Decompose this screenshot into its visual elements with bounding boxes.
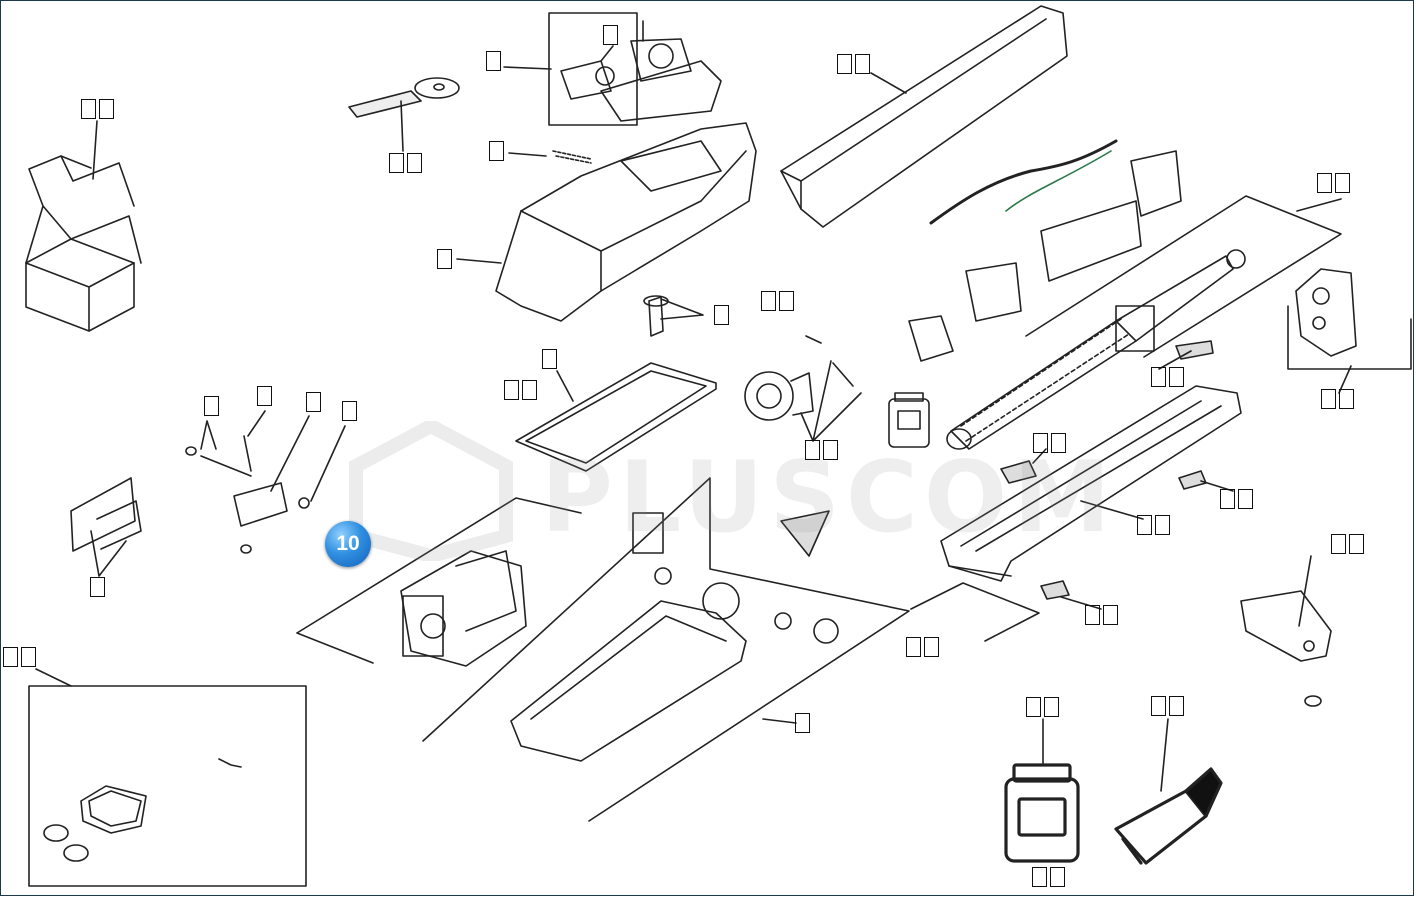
rear-bracket-drawing <box>1240 590 1332 707</box>
label-box <box>81 97 117 121</box>
motor-drawing <box>400 550 527 667</box>
label-stop-2 <box>1220 487 1256 511</box>
gasket-drawing <box>515 362 717 472</box>
label-stop-1 <box>1033 431 1069 455</box>
control-box-frame <box>28 685 307 887</box>
label-bracket-pin-4 <box>342 399 360 423</box>
stop-block-3 <box>1040 580 1070 600</box>
arm-pins-drawing <box>185 435 310 554</box>
label-lock <box>486 49 504 73</box>
label-grease-jar-bottom <box>1032 865 1068 889</box>
watermark-text: PLUSCOM <box>541 441 1117 555</box>
label-cover <box>437 247 455 271</box>
label-screw-rod-group <box>1317 171 1353 195</box>
label-rear-bracket <box>1331 532 1367 556</box>
label-gasket-a <box>542 347 560 371</box>
label-gasket-b <box>504 378 540 402</box>
label-grease-tube <box>1151 694 1187 718</box>
gearbox-base-drawing <box>510 510 839 762</box>
label-rail <box>1137 513 1173 537</box>
label-control-box <box>3 645 39 669</box>
label-front-bracket <box>90 575 108 599</box>
motor-cover-drawing <box>495 122 757 322</box>
label-bracket-pin-3 <box>306 390 324 414</box>
label-bracket-pin-2 <box>257 384 275 408</box>
label-base <box>795 711 813 735</box>
label-screws-set <box>906 635 942 659</box>
stop-block-1 <box>1000 460 1037 484</box>
gear-drawing <box>744 362 854 421</box>
label-top-cover <box>837 52 873 76</box>
end-cap-drawing <box>1295 268 1357 357</box>
label-gear-pins <box>805 438 841 462</box>
stop-block-2 <box>1178 470 1207 490</box>
rail-drawing <box>940 385 1242 582</box>
label-end-cap <box>1321 387 1357 411</box>
label-stop-3 <box>1085 603 1121 627</box>
release-key-drawing <box>348 77 460 118</box>
wiring-drawing <box>908 139 1182 362</box>
screw-rod-drawing <box>946 249 1246 450</box>
label-grease-jar-top <box>1026 695 1062 719</box>
label-bracket-pin-1 <box>204 394 222 418</box>
rail-top-cover-drawing <box>780 5 1068 228</box>
grease-tube-drawing <box>1114 767 1223 865</box>
grease-jar-drawing <box>1004 763 1080 863</box>
label-slider <box>1151 365 1187 389</box>
label-lock-screw <box>603 23 621 47</box>
label-pin-set <box>714 303 732 327</box>
front-bracket-drawing <box>70 477 142 552</box>
pin-set-drawing <box>643 295 669 337</box>
lock-mechanism-drawing <box>548 12 722 126</box>
control-box-drawing <box>43 758 242 862</box>
callout-badge: 10 <box>325 521 371 567</box>
label-clip <box>489 139 507 163</box>
label-key <box>389 151 425 175</box>
small-jar-drawing <box>888 392 930 448</box>
packaging-box-drawing <box>25 155 142 332</box>
label-gear-screw <box>761 289 797 313</box>
